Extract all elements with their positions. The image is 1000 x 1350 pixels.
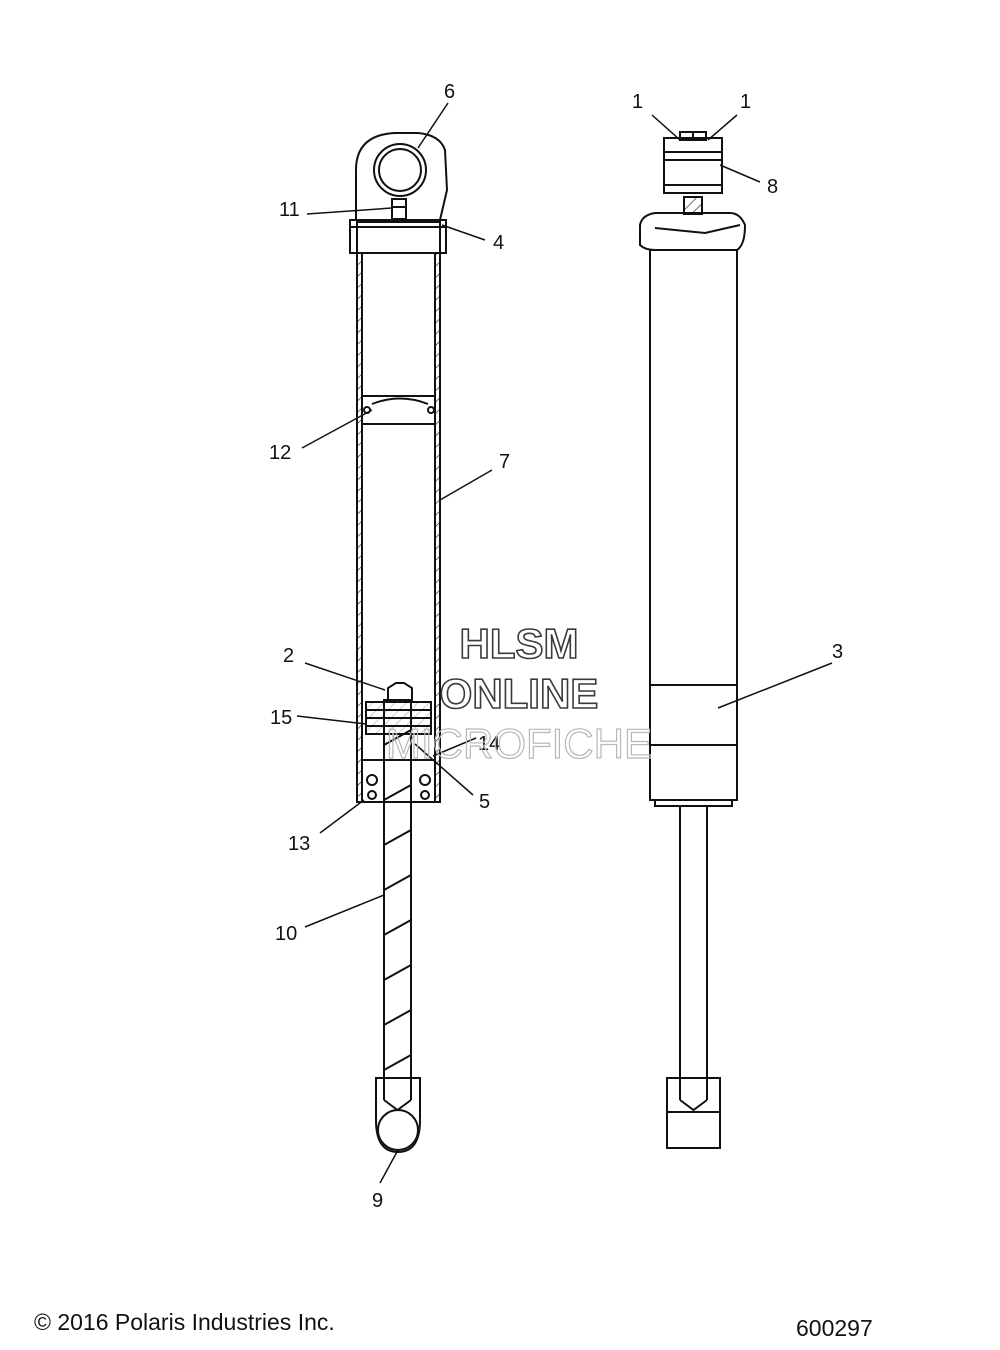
seal-head — [361, 759, 436, 803]
figure-id: 600297 — [796, 1315, 873, 1341]
callout-1-right: 1 — [740, 91, 751, 113]
exterior-shaft — [679, 805, 708, 1079]
callout-7: 7 — [499, 451, 510, 473]
callout-2: 2 — [283, 645, 294, 667]
callout-5: 5 — [479, 791, 490, 813]
body-cap — [349, 219, 447, 254]
sectioned-shock — [349, 132, 449, 1154]
callout-12: 12 — [269, 442, 291, 464]
callout-15: 15 — [270, 707, 292, 729]
exterior-cap — [639, 212, 747, 251]
callout-numbers: 6 1 1 8 11 4 12 7 2 3 15 14 5 13 10 9 — [269, 81, 843, 1212]
watermark-line-3: MICROFICHE — [386, 720, 652, 767]
leader-lines — [296, 102, 833, 1184]
top-eye-mount — [355, 132, 449, 221]
exterior-shock — [639, 131, 747, 1149]
floating-piston — [361, 395, 436, 425]
schrader-valve — [391, 198, 407, 220]
callout-11: 11 — [279, 199, 300, 221]
callout-9: 9 — [372, 1190, 383, 1212]
piston-nut — [387, 682, 413, 701]
callout-13: 13 — [288, 833, 310, 855]
watermark-line-1: HLSM — [460, 620, 579, 667]
bottom-eye-mount — [375, 1077, 421, 1154]
callout-4: 4 — [493, 232, 504, 254]
exterior-body — [649, 249, 738, 801]
callout-6: 6 — [444, 81, 455, 103]
callout-10: 10 — [275, 923, 297, 945]
callout-3: 3 — [832, 641, 843, 663]
watermark: HLSM ONLINE MICROFICHE — [385, 619, 652, 767]
callout-14: 14 — [478, 733, 500, 755]
callout-8: 8 — [767, 176, 778, 198]
copyright-text: © 2016 Polaris Industries Inc. — [34, 1309, 335, 1335]
top-eye-bushing — [373, 143, 427, 197]
callout-1-left: 1 — [632, 91, 643, 113]
watermark-line-2: ONLINE — [440, 670, 599, 717]
exterior-clevis — [666, 1077, 721, 1149]
